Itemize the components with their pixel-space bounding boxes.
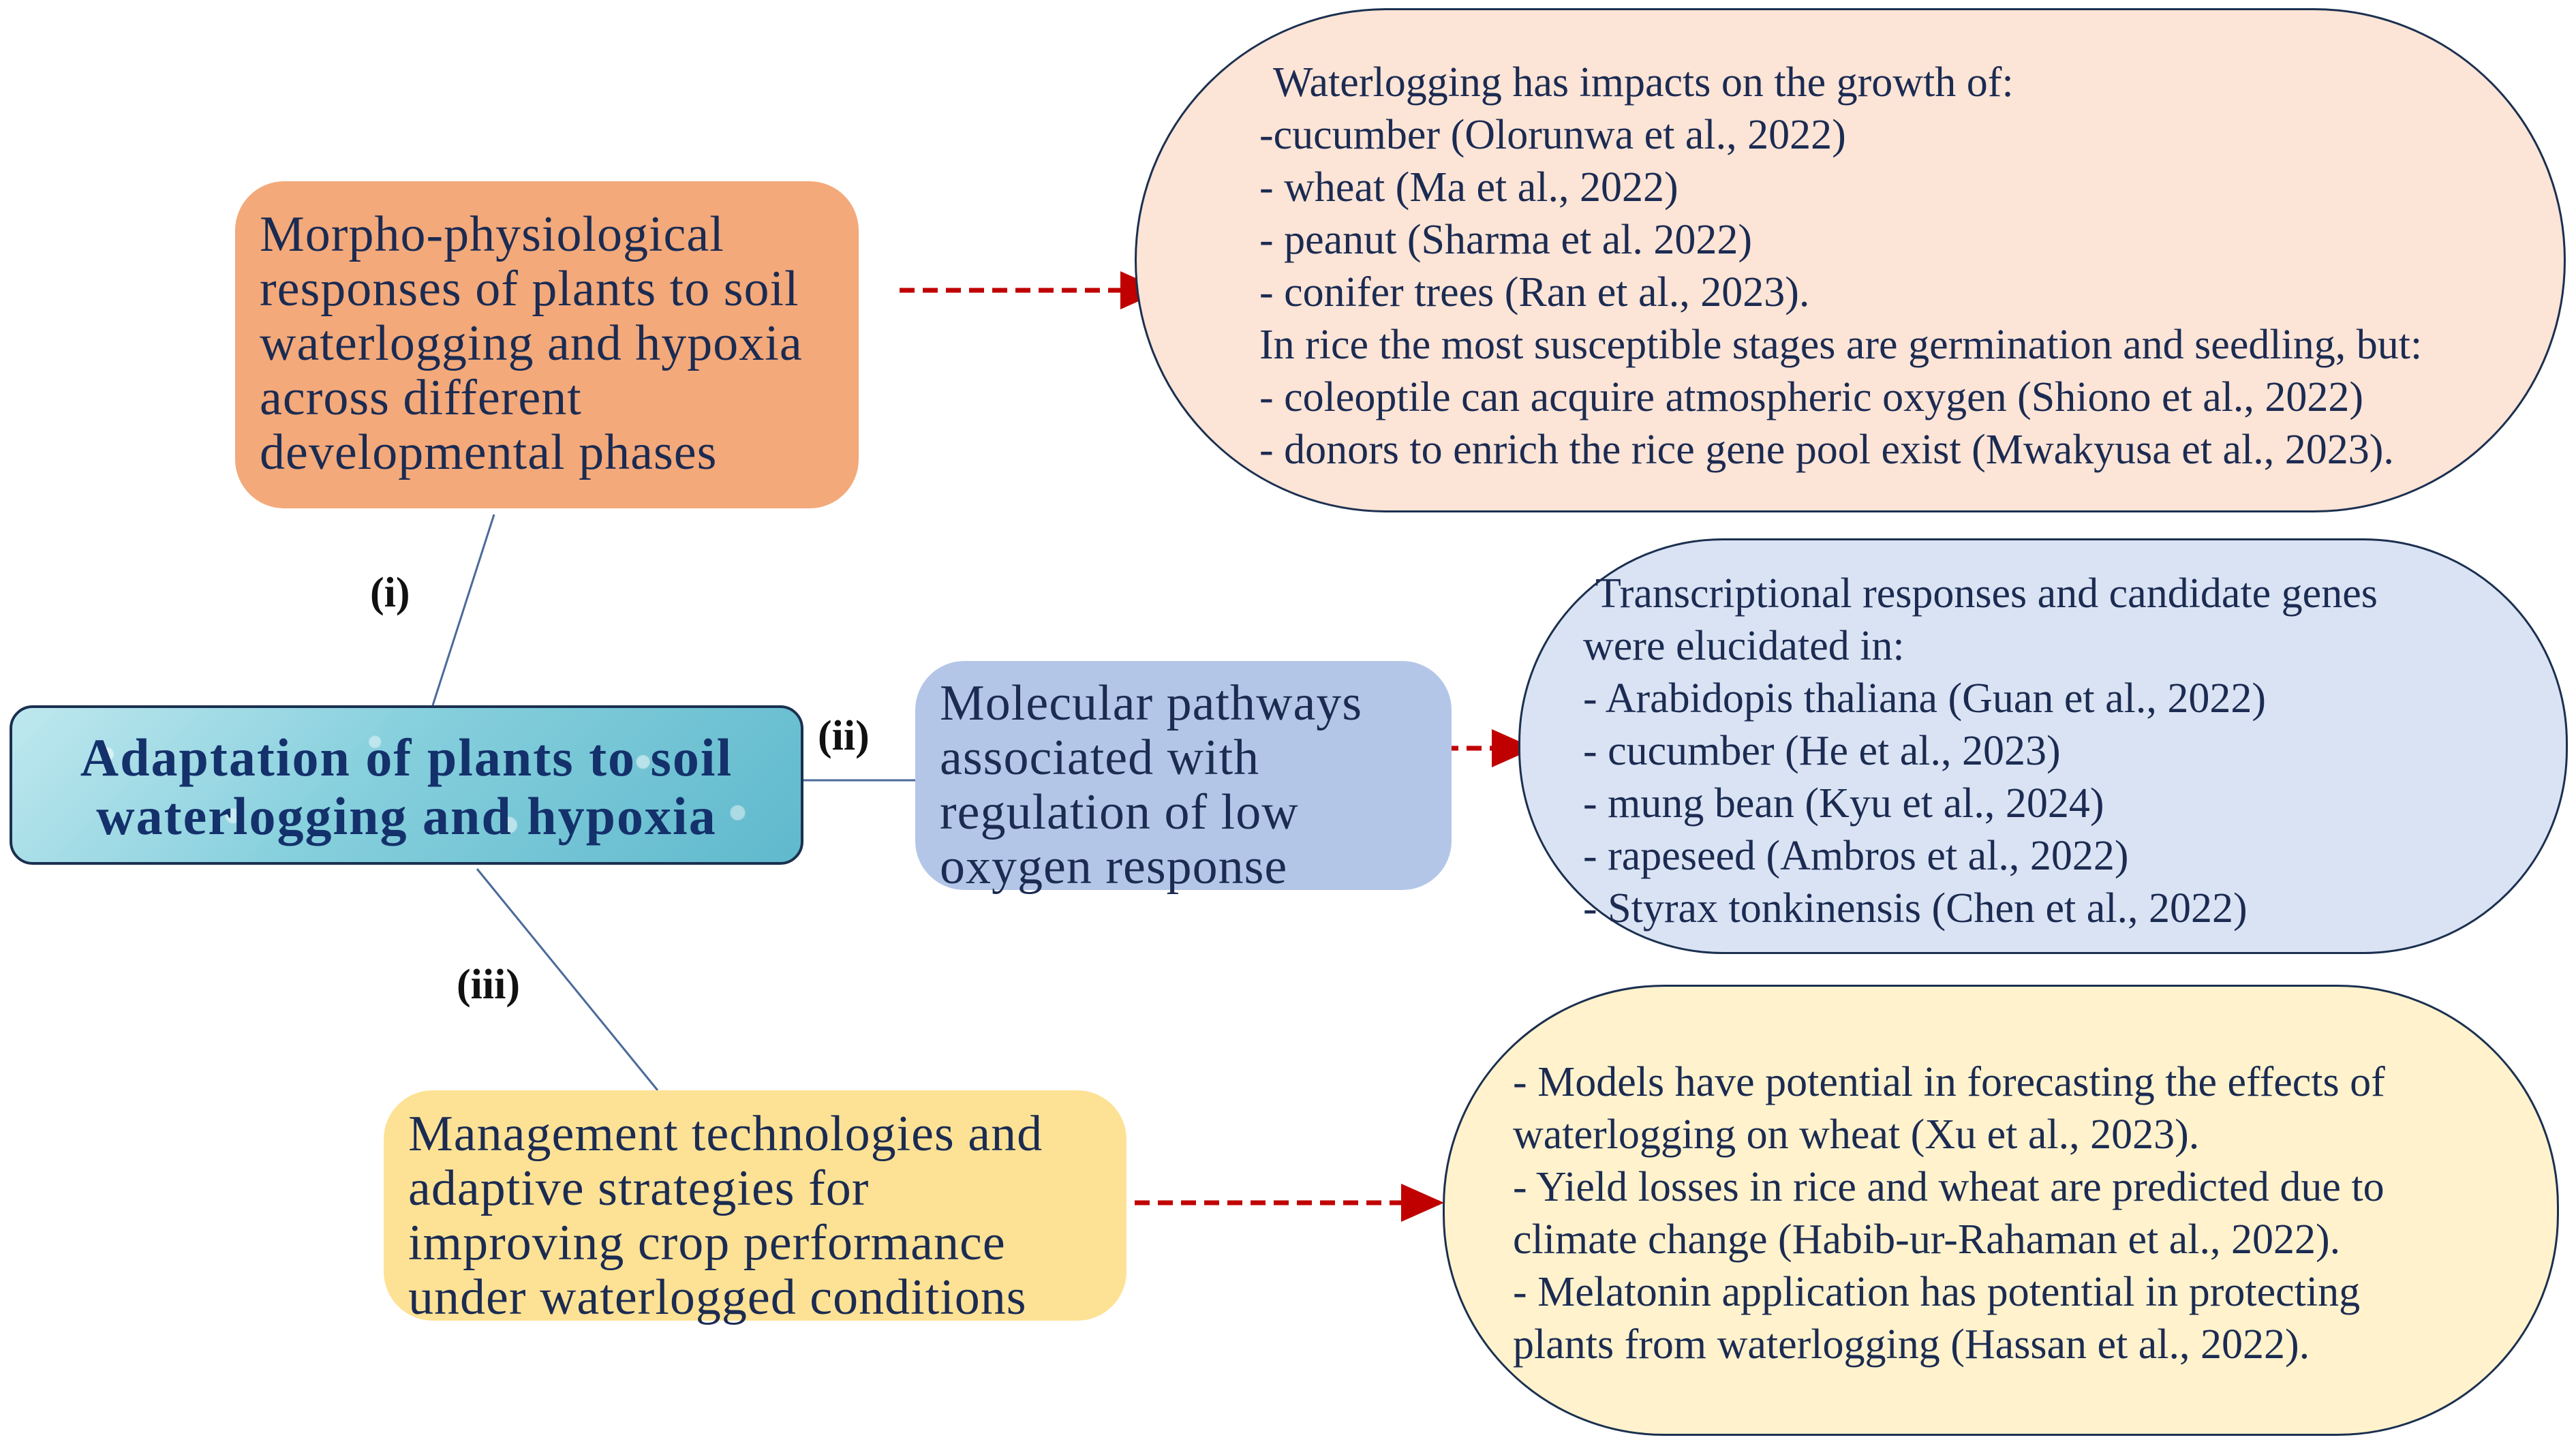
branch-box-line: improving crop performance xyxy=(408,1215,1006,1271)
detail-line: were elucidated in: xyxy=(1583,623,1905,669)
branch-box-line: Molecular pathways xyxy=(940,675,1363,731)
detail-line: - Models have potential in forecasting t… xyxy=(1513,1059,2385,1105)
branch-label-iii: (iii) xyxy=(457,962,520,1008)
detail-line: - peanut (Sharma et al. 2022) xyxy=(1259,217,1753,263)
detail-line: - Yield losses in rice and wheat are pre… xyxy=(1513,1164,2385,1210)
central-topic-line: waterlogging and hypoxia xyxy=(96,786,717,846)
branch-box-line: across different xyxy=(260,370,582,426)
detail-line: - Melatonin application has potential in… xyxy=(1513,1269,2361,1315)
detail-line: - wheat (Ma et al., 2022) xyxy=(1259,164,1678,211)
central-topic-box: Adaptation of plants to soil waterloggin… xyxy=(10,705,803,865)
connector-line-iii xyxy=(476,868,659,1091)
branch-box-morpho-physiological: Morpho-physiological responses of plants… xyxy=(235,181,859,508)
detail-line: - Arabidopis thaliana (Guan et al., 2022… xyxy=(1583,675,2267,722)
detail-line: - donors to enrich the rice gene pool ex… xyxy=(1259,427,2394,473)
detail-line: climate change (Habib-ur-Rahaman et al.,… xyxy=(1513,1216,2341,1263)
detail-line: - coleoptile can acquire atmospheric oxy… xyxy=(1259,374,2364,420)
branch-box-line: responses of plants to soil xyxy=(260,261,799,317)
detail-line: - conifer trees (Ran et al., 2023). xyxy=(1259,269,1810,316)
detail-line: -cucumber (Olorunwa et al., 2022) xyxy=(1259,112,1846,158)
branch-box-line: regulation of low xyxy=(940,784,1299,840)
branch-box-line: developmental phases xyxy=(260,425,718,480)
connector-line-i xyxy=(431,514,495,706)
branch-box-molecular-pathways: Molecular pathways associated with regul… xyxy=(915,661,1452,894)
detail-oval-management-findings: - Models have potential in forecasting t… xyxy=(1443,985,2559,1436)
branch-label-i: (i) xyxy=(370,570,410,616)
branch-box-line: oxygen response xyxy=(940,839,1288,895)
detail-line: - cucumber (He et al., 2023) xyxy=(1583,728,2061,774)
detail-line: - mung bean (Kyu et al., 2024) xyxy=(1583,780,2104,827)
branch-box-management-technologies: Management technologies and adaptive str… xyxy=(384,1090,1126,1325)
detail-oval-candidate-genes: Transcriptional responses and candidate … xyxy=(1518,538,2568,954)
detail-line: waterlogging on wheat (Xu et al., 2023). xyxy=(1513,1111,2200,1158)
branch-box-line: adaptive strategies for xyxy=(408,1161,870,1216)
central-topic-line: Adaptation of plants to soil xyxy=(80,728,733,787)
branch-box-line: Morpho-physiological xyxy=(260,206,724,262)
branch-box-line: under waterlogged conditions xyxy=(408,1270,1027,1325)
detail-oval-growth-impacts: Waterlogging has impacts on the growth o… xyxy=(1135,8,2566,512)
detail-line: - rapeseed (Ambros et al., 2022) xyxy=(1583,833,2129,879)
branch-box-line: associated with xyxy=(940,730,1260,786)
detail-line: plants from waterlogging (Hassan et al.,… xyxy=(1513,1321,2310,1368)
detail-line: In rice the most susceptible stages are … xyxy=(1259,322,2423,368)
branch-box-line: waterlogging and hypoxia xyxy=(260,316,803,371)
branch-box-line: Management technologies and xyxy=(408,1106,1043,1162)
branch-label-ii: (ii) xyxy=(818,713,870,759)
detail-line: Transcriptional responses and candidate … xyxy=(1595,570,2378,617)
detail-line: Waterlogging has impacts on the growth o… xyxy=(1273,59,2014,106)
detail-line: - Styrax tonkinensis (Chen et al., 2022) xyxy=(1583,885,2248,932)
